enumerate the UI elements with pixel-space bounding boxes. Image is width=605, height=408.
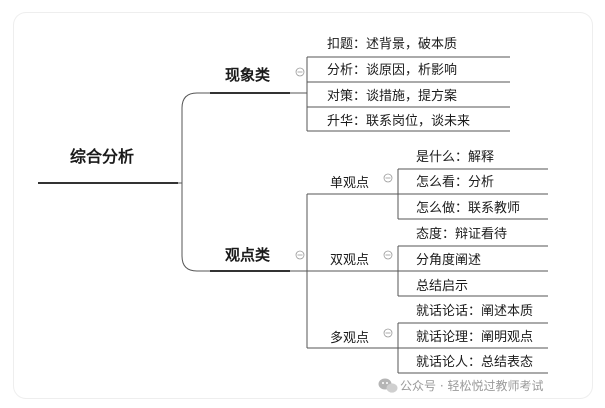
leaf-label: 是什么：解释	[416, 150, 494, 165]
leaf-node[interactable]: 态度：辩证看待	[398, 226, 548, 247]
leaf-label: 态度：辩证看待	[416, 226, 507, 242]
leaf-label: 升华：联系岗位，谈未来	[327, 114, 470, 129]
collapse-toggle-icon[interactable]	[383, 250, 393, 260]
leaf-node[interactable]: 怎么做：联系教师	[398, 200, 548, 220]
branch-node-viewpoint[interactable]: 观点类	[210, 246, 290, 272]
branch-label: 现象类	[225, 66, 271, 84]
sub-node[interactable]: 多观点	[307, 330, 398, 349]
leaf-label: 怎么做：联系教师	[416, 200, 520, 216]
leaf-label: 就话论理：阐明观点	[416, 330, 533, 345]
branch-node-phenomenon[interactable]: 现象类	[210, 66, 290, 94]
sub-node[interactable]: 双观点	[307, 253, 398, 272]
wechat-icon	[378, 378, 398, 393]
watermark: 公众号 · 轻松悦过教师考试	[378, 378, 543, 393]
leaf-label: 总结启示	[416, 279, 468, 294]
leaf-label: 对策：谈措施，提方案	[327, 88, 457, 104]
leaf-label: 就话论人：总结表态	[416, 355, 533, 370]
leaf-node[interactable]: 升华：联系岗位，谈未来	[307, 114, 510, 132]
branch-label: 观点类	[225, 246, 271, 264]
collapse-toggle-icon[interactable]	[295, 250, 305, 260]
leaf-node[interactable]: 分角度阐述	[398, 252, 548, 272]
sub-node[interactable]: 单观点	[307, 176, 398, 195]
leaf-label: 扣题：述背景，破本质	[327, 37, 457, 52]
leaf-node[interactable]: 扣题：述背景，破本质	[307, 37, 510, 58]
leaf-label: 分角度阐述	[416, 252, 481, 268]
root-label: 综合分析	[70, 147, 134, 166]
leaf-label: 分析：谈原因，析影响	[327, 62, 457, 78]
leaf-node[interactable]: 就话论理：阐明观点	[398, 330, 548, 349]
leaf-label: 就话论话：阐述本质	[416, 304, 533, 319]
collapse-toggle-icon[interactable]	[295, 67, 305, 77]
root-node[interactable]: 综合分析	[38, 147, 178, 184]
collapse-toggle-icon[interactable]	[383, 173, 393, 183]
leaf-node[interactable]: 总结启示	[398, 279, 548, 297]
leaf-node[interactable]: 就话论话：阐述本质	[398, 304, 548, 324]
leaf-node[interactable]: 是什么：解释	[398, 150, 548, 170]
watermark-text: 公众号 · 轻松悦过教师考试	[400, 378, 543, 393]
leaf-node[interactable]: 就话论人：总结表态	[398, 355, 548, 374]
root-to-branch-0	[178, 92, 210, 184]
leaf-node[interactable]: 怎么看：分析	[398, 174, 548, 195]
leaf-node[interactable]: 对策：谈措施，提方案	[307, 88, 510, 108]
sub-label: 单观点	[330, 176, 369, 191]
root-to-branch-1	[181, 183, 210, 272]
leaf-node[interactable]: 分析：谈原因，析影响	[307, 62, 510, 83]
mind-map-card	[14, 13, 592, 398]
sub-label: 双观点	[330, 253, 369, 268]
sub-label: 多观点	[330, 330, 369, 346]
leaf-label: 怎么看：分析	[416, 174, 494, 190]
collapse-toggle-icon[interactable]	[383, 328, 393, 338]
